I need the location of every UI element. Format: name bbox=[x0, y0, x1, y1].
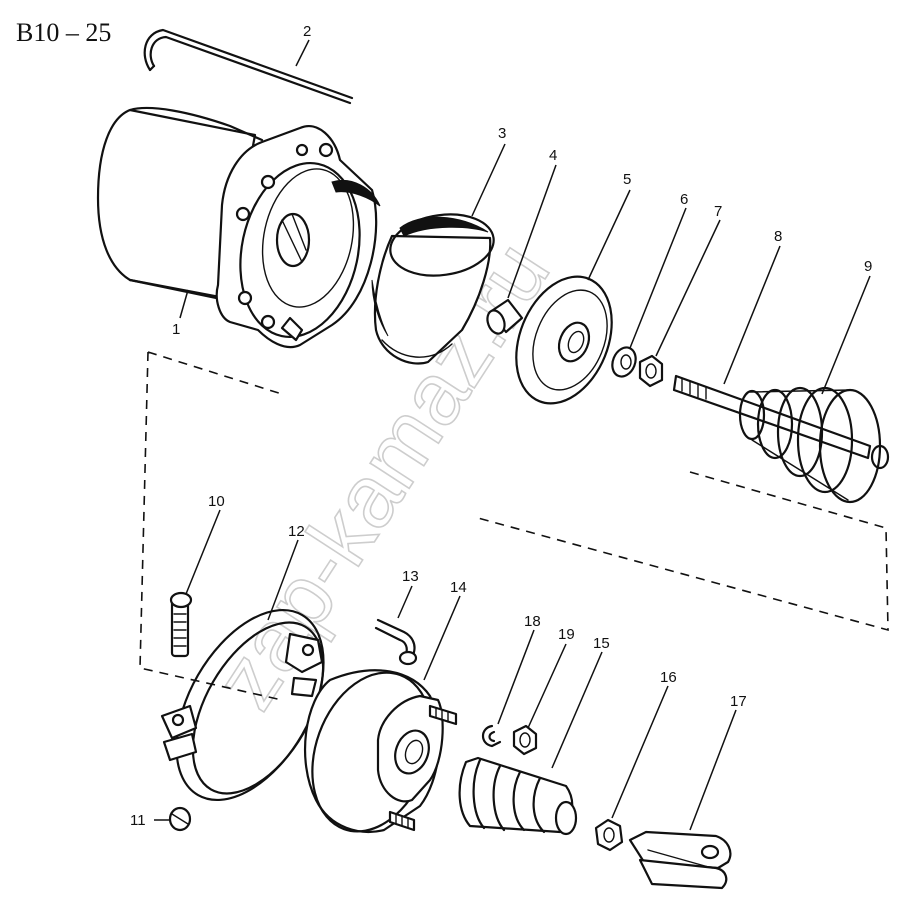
callout-number: 2 bbox=[303, 23, 311, 40]
callout-number: 1 bbox=[172, 321, 180, 338]
part-small-nut bbox=[168, 806, 192, 832]
callout-number: 18 bbox=[524, 613, 541, 630]
part-washer bbox=[611, 346, 637, 378]
callout-5: 5 bbox=[587, 171, 631, 281]
part-fork-nut bbox=[594, 818, 624, 852]
part-bolt bbox=[169, 591, 193, 658]
callout-number: 9 bbox=[864, 258, 872, 275]
callout-number: 6 bbox=[680, 191, 688, 208]
callout-9: 9 bbox=[821, 258, 872, 395]
callout-18: 18 bbox=[497, 613, 541, 725]
callout-12: 12 bbox=[267, 523, 305, 621]
part-clevis-fork bbox=[628, 830, 732, 890]
part-cup bbox=[371, 213, 495, 365]
callout-number: 5 bbox=[623, 171, 631, 188]
part-chamber-cover bbox=[304, 669, 458, 833]
callout-16: 16 bbox=[611, 669, 677, 819]
part-boot bbox=[458, 756, 578, 836]
callout-2: 2 bbox=[295, 23, 311, 67]
part-nut bbox=[638, 354, 664, 388]
callout-6: 6 bbox=[629, 191, 688, 349]
part-hex-nut bbox=[512, 724, 538, 756]
callout-4: 4 bbox=[507, 147, 557, 299]
callout-number: 17 bbox=[730, 693, 747, 710]
callout-3: 3 bbox=[471, 125, 506, 217]
callout-number: 15 bbox=[593, 635, 610, 652]
part-fitting-elbow bbox=[374, 618, 418, 666]
callout-19: 19 bbox=[527, 626, 575, 729]
callout-number: 13 bbox=[402, 568, 419, 585]
callout-number: 10 bbox=[208, 493, 225, 510]
callout-13: 13 bbox=[397, 568, 419, 619]
callout-number: 16 bbox=[660, 669, 677, 686]
part-lock-washer bbox=[481, 724, 502, 748]
callout-14: 14 bbox=[423, 579, 467, 681]
callout-number: 8 bbox=[774, 228, 782, 245]
part-hex-key bbox=[143, 28, 354, 105]
part-bushing bbox=[486, 298, 524, 335]
callout-number: 7 bbox=[714, 203, 722, 220]
callout-7: 7 bbox=[655, 203, 722, 357]
callout-1: 1 bbox=[172, 289, 189, 338]
callout-number: 4 bbox=[549, 147, 557, 164]
diagram-code: B10 – 25 bbox=[16, 18, 111, 47]
assembly-dashed-frame bbox=[139, 351, 889, 701]
callout-8: 8 bbox=[723, 228, 782, 385]
callout-number: 14 bbox=[450, 579, 467, 596]
callout-17: 17 bbox=[689, 693, 747, 831]
callout-11: 11 bbox=[130, 812, 170, 829]
callout-number: 3 bbox=[498, 125, 506, 142]
callout-10: 10 bbox=[185, 493, 225, 595]
callout-number: 11 bbox=[130, 812, 146, 829]
part-housing-cylinder bbox=[96, 106, 381, 349]
part-clamp-ring bbox=[160, 608, 325, 802]
callout-15: 15 bbox=[551, 635, 610, 769]
callout-number: 19 bbox=[558, 626, 575, 643]
callout-number: 12 bbox=[288, 523, 305, 540]
